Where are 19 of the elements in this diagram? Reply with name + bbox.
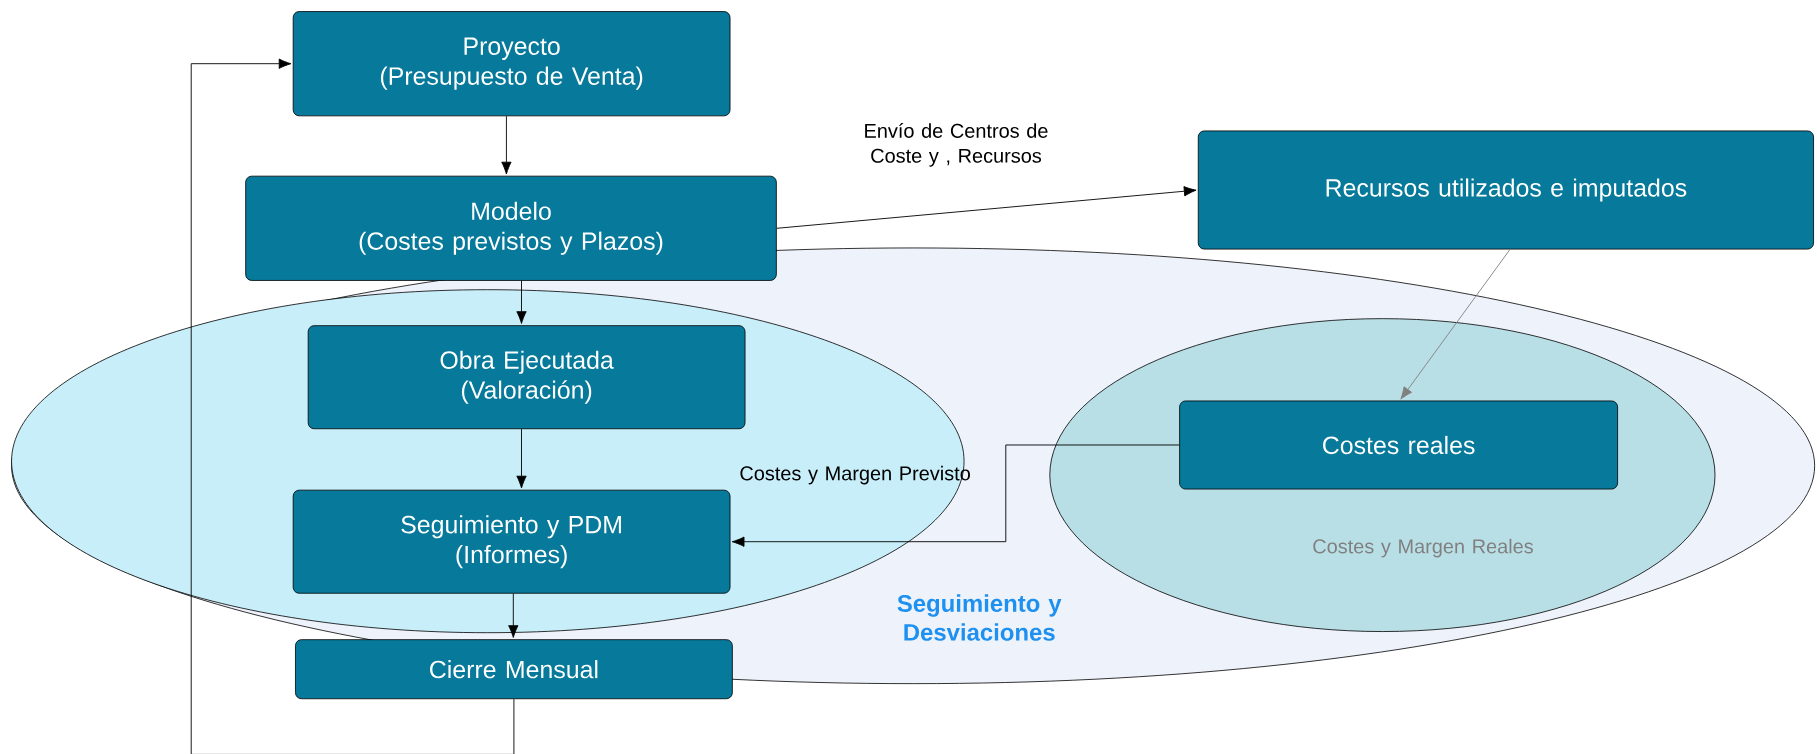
process-box: Seguimiento y PDM (Informes) (292, 489, 731, 594)
arrow (516, 428, 527, 489)
process-box: Modelo (Costes previstos y Plazos) (245, 175, 777, 281)
process-box: Costes reales (1179, 400, 1618, 490)
process-box: Cierre Mensual (295, 639, 733, 699)
arrow (1400, 248, 1511, 400)
process-box: Proyecto (Presupuesto de Venta) (292, 10, 731, 117)
process-box: Obra Ejecutada (Valoración) (307, 325, 746, 429)
process-box: Recursos utilizados e imputados (1197, 130, 1814, 250)
edge-label: Envío de Centros de Coste y , Recursos (865, 122, 1048, 167)
region-label: Costes y Margen Previsto (740, 465, 970, 485)
region-label: Costes y Margen Reales (1313, 538, 1533, 558)
arrow (190, 58, 515, 754)
arrow (508, 593, 519, 638)
arrow (516, 280, 527, 324)
arrow (776, 185, 1197, 229)
region-label: Seguimiento y Desviaciones (897, 594, 1062, 641)
arrow (731, 444, 1180, 547)
arrow (501, 115, 512, 175)
